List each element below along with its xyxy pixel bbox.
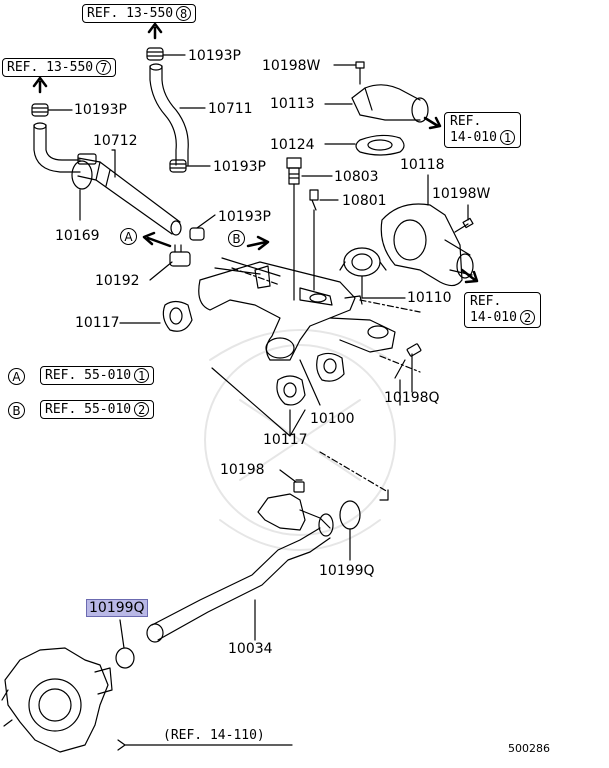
ref-number: 7	[96, 60, 112, 75]
ref-text: REF.	[450, 114, 482, 129]
gasket-10117-lower	[211, 352, 401, 437]
ref-text: REF.	[470, 294, 502, 309]
part-10198w-top[interactable]: 10198W	[262, 58, 321, 74]
part-10199q-left-highlighted[interactable]: 10199Q	[86, 599, 148, 617]
gasket-10117-left	[119, 300, 193, 332]
o-ring-10199q-left	[115, 619, 135, 669]
part-10118[interactable]: 10118	[400, 157, 445, 173]
ref-text: REF. 13-550	[87, 6, 174, 21]
water-pipe-10712	[77, 149, 182, 236]
bolt-10198	[279, 469, 305, 493]
gasket-10124	[324, 134, 405, 156]
thermostat-10110	[339, 247, 406, 299]
ref-text: REF. 55-010	[45, 368, 132, 383]
arrow-left-icon-a	[142, 231, 172, 248]
ref-number: 1	[134, 368, 150, 383]
arrow-ref-14-110	[117, 739, 293, 751]
part-10198[interactable]: 10198	[220, 462, 265, 478]
ref-text-2: 14-010	[450, 130, 497, 145]
arrow-ref-14-010-1	[423, 116, 442, 130]
sensor-10803	[286, 157, 333, 301]
water-pipe-10034	[146, 493, 334, 643]
bolt-10198w-top	[333, 61, 365, 85]
part-10169[interactable]: 10169	[55, 228, 100, 244]
part-10193p-lower[interactable]: 10193P	[218, 209, 271, 225]
part-10198w-right[interactable]: 10198W	[432, 186, 491, 202]
arrow-ref-14-010-2	[460, 268, 479, 284]
part-10801[interactable]: 10801	[342, 193, 387, 209]
nipple-10192	[149, 244, 191, 281]
water-outlet-fitting-10113	[324, 84, 429, 123]
arrow-right-icon-b	[246, 235, 270, 251]
bolt-10198w-right	[454, 204, 474, 233]
o-ring-10199q-right	[339, 500, 361, 561]
bolt-10198q	[394, 343, 422, 393]
watermark-logo	[204, 329, 396, 551]
part-10803[interactable]: 10803	[334, 169, 379, 185]
ref-text-2: 14-010	[470, 310, 517, 325]
hose-10711	[149, 63, 206, 166]
ref-14-110[interactable]: (REF. 14-110)	[163, 728, 265, 743]
part-10192[interactable]: 10192	[95, 273, 140, 289]
part-10110[interactable]: 10110	[407, 290, 452, 306]
sensor-10801	[309, 189, 339, 291]
hose-clamp-middle	[169, 159, 211, 173]
part-10124[interactable]: 10124	[270, 137, 315, 153]
part-10193p-top[interactable]: 10193P	[188, 48, 241, 64]
arrow-up-icon-1	[147, 22, 163, 40]
hose-clamp-lower	[189, 214, 216, 241]
part-10712[interactable]: 10712	[93, 133, 138, 149]
part-10193p-middle[interactable]: 10193P	[213, 159, 266, 175]
ref-number: 2	[134, 402, 150, 417]
arrow-up-icon-2	[32, 76, 48, 94]
part-10711[interactable]: 10711	[208, 101, 253, 117]
part-10113[interactable]: 10113	[270, 96, 315, 112]
part-10100[interactable]: 10100	[310, 411, 355, 427]
hose-clamp-10169	[71, 153, 97, 221]
part-10034[interactable]: 10034	[228, 641, 273, 657]
ref-number: 2	[519, 310, 535, 325]
diagram-id: 500286	[508, 742, 550, 755]
ref-letter-a: A	[8, 368, 25, 385]
water-housing-10100	[198, 257, 396, 406]
hose-clamp-top	[146, 47, 186, 61]
part-10117-lower[interactable]: 10117	[263, 432, 308, 448]
hose-10712-bend	[33, 122, 81, 173]
part-10198q[interactable]: 10198Q	[384, 390, 440, 406]
ref-number: 8	[176, 6, 192, 21]
part-10193p-left[interactable]: 10193P	[74, 102, 127, 118]
ref-text: REF. 13-550	[7, 60, 94, 75]
hose-clamp-left	[31, 103, 73, 117]
water-pump	[1, 647, 113, 753]
ref-text: REF. 55-010	[45, 402, 132, 417]
part-10117-left[interactable]: 10117	[75, 315, 120, 331]
part-10199q-right[interactable]: 10199Q	[319, 563, 375, 579]
marker-b: B	[228, 230, 245, 247]
marker-a: A	[120, 228, 137, 245]
ref-letter-b: B	[8, 402, 25, 419]
ref-number: 1	[499, 130, 515, 145]
